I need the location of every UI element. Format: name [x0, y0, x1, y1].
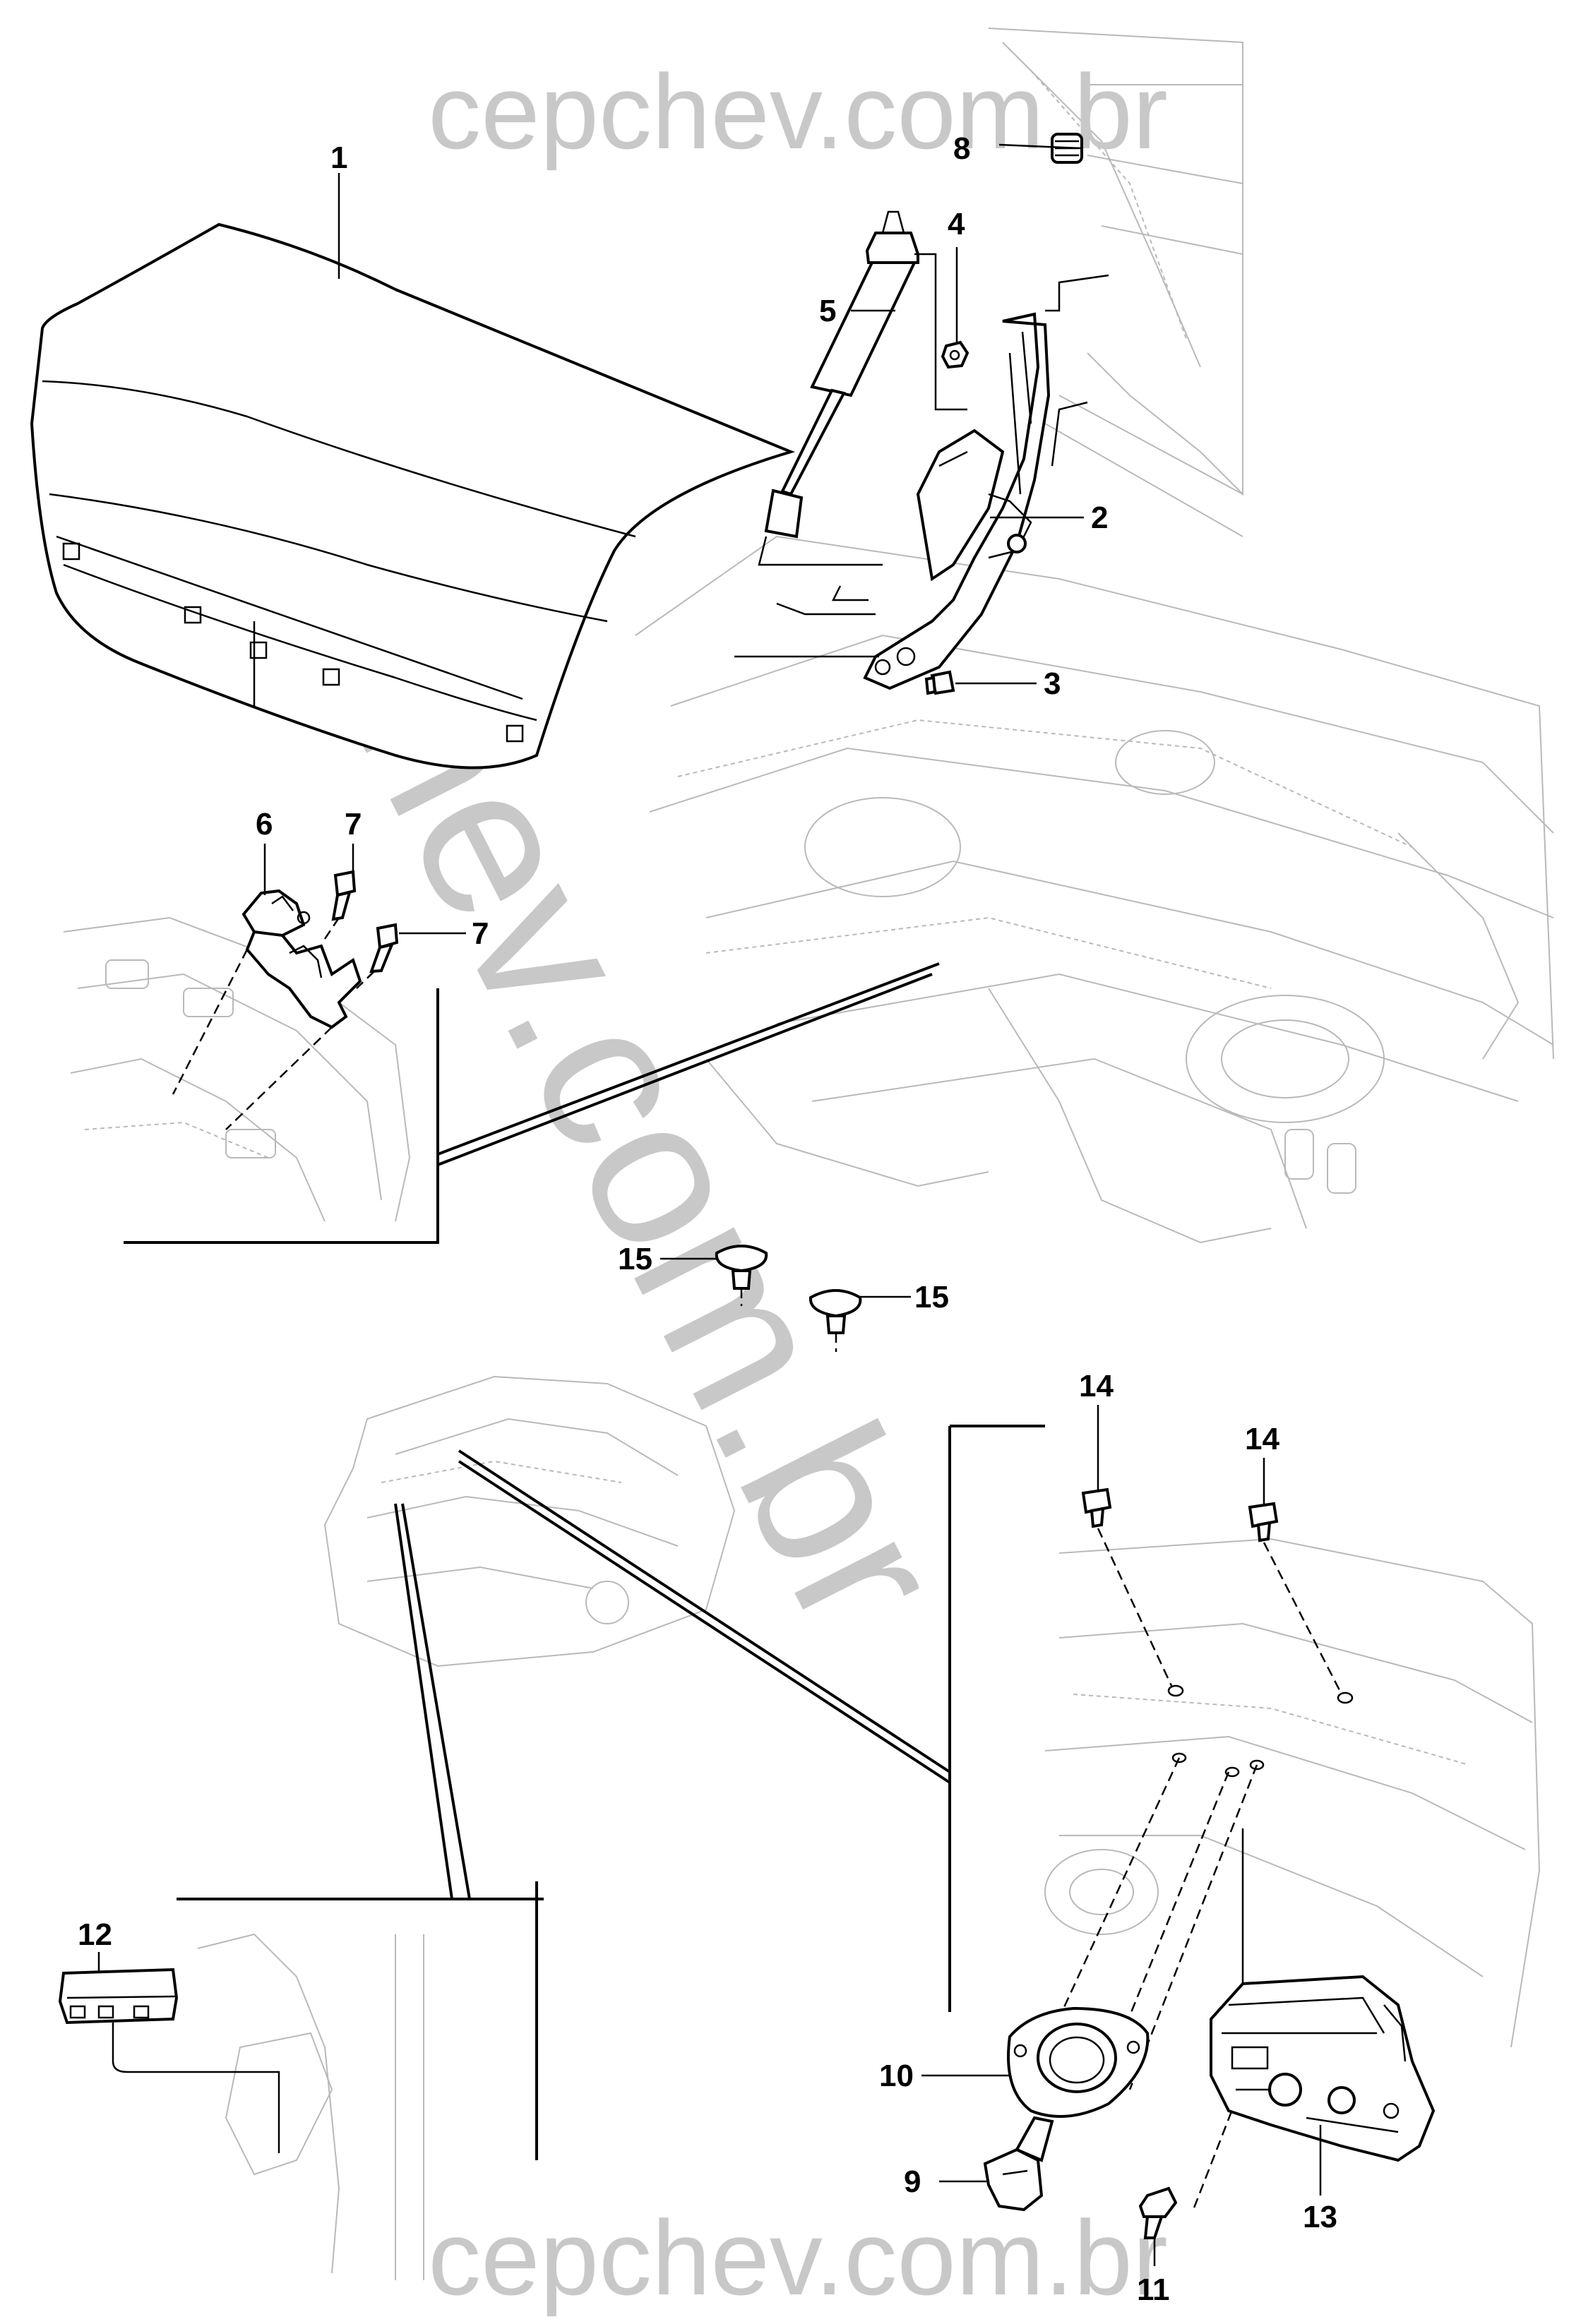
hinge-bolt [924, 670, 955, 695]
callout-6: 6 [256, 807, 273, 841]
callout-9: 9 [904, 2164, 921, 2199]
callout-14-left: 14 [1079, 1369, 1114, 1403]
callout-2: 2 [1091, 501, 1108, 535]
callout-3: 3 [1044, 666, 1061, 701]
watermark-bottom: cepchev.com.br [428, 2198, 1168, 2317]
trunk-latch-assembly [1210, 1975, 1436, 2162]
lock-bezel [1007, 2006, 1150, 2118]
callout-10: 10 [879, 2059, 914, 2093]
callout-12: 12 [78, 1917, 112, 1952]
hinge-nut [941, 340, 969, 369]
callout-7-right: 7 [472, 916, 489, 951]
callout-14-right: 14 [1245, 1422, 1279, 1456]
push-pin-clip-a [715, 1245, 768, 1306]
watermark-top: cepchev.com.br [428, 52, 1168, 171]
trunk-lid [30, 222, 795, 769]
lock-cylinder [983, 2116, 1054, 2212]
callout-15-left: 15 [618, 1242, 652, 1276]
detail-frame-latch [124, 962, 940, 1244]
callout-8: 8 [953, 131, 970, 166]
callout-11: 11 [1137, 2272, 1170, 2307]
striker-bracket [172, 889, 362, 1130]
mounting-guide-lines [734, 253, 1109, 658]
lock-cylinder-guides [1051, 1752, 1265, 2210]
lid-clip-slots [62, 542, 524, 743]
callout-13: 13 [1303, 2200, 1337, 2234]
push-pin-clip-b [809, 1289, 862, 1352]
detail-frame-release [177, 1425, 1045, 2160]
bezel-bolt [1138, 2186, 1178, 2239]
gas-strut [764, 210, 919, 539]
rear-body-background [63, 28, 1554, 2280]
callout-5: 5 [819, 294, 836, 328]
trunk-release-switch [58, 1967, 280, 2153]
callout-15-right: 15 [914, 1280, 949, 1314]
callout-leaders [97, 143, 1322, 2266]
callout-7-upper: 7 [345, 807, 362, 841]
trunk-hinge [863, 312, 1051, 690]
lock-mounting-screws [1081, 1487, 1354, 1704]
callout-labels: 1 2 3 4 5 6 7 7 8 9 10 11 12 13 14 14 15… [78, 131, 1337, 2307]
callout-1: 1 [330, 140, 347, 175]
striker-screws [323, 870, 399, 989]
callout-4: 4 [948, 207, 965, 241]
